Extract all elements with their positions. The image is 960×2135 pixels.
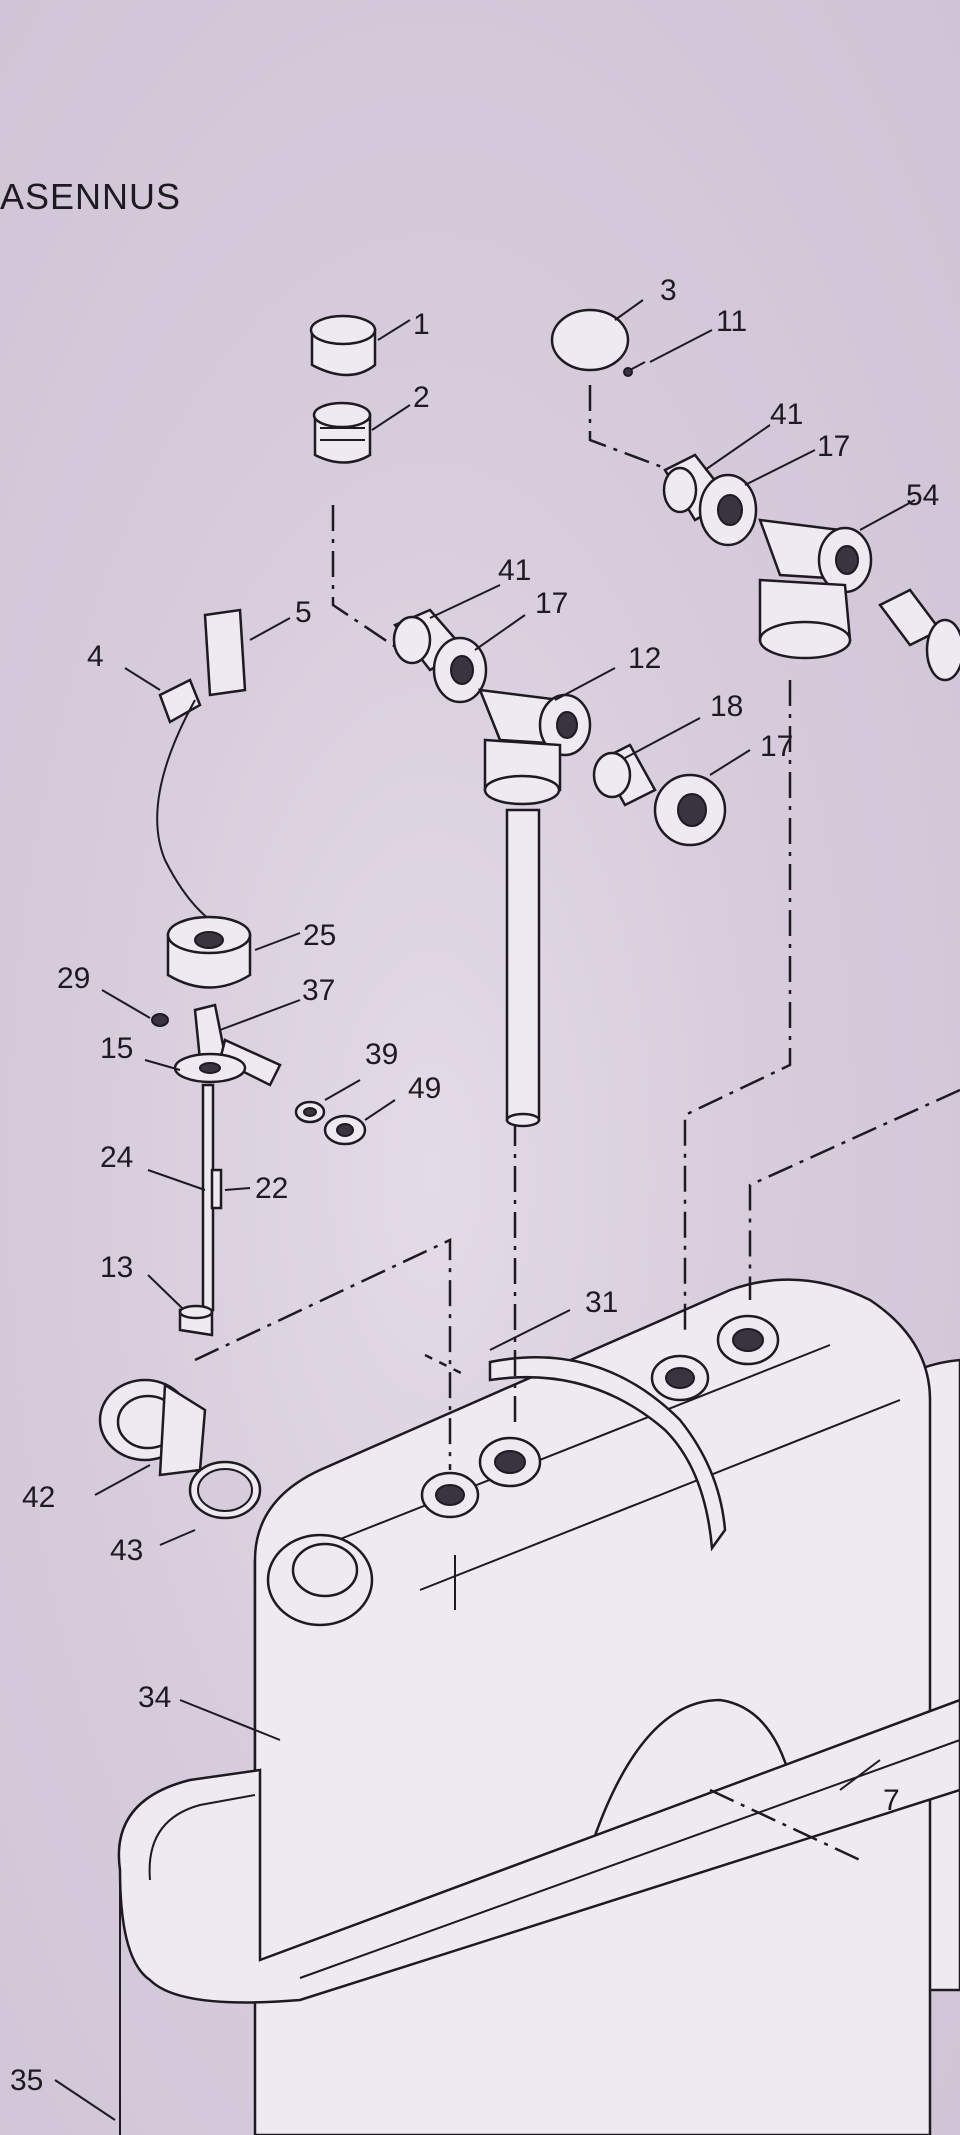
callout-labels: 1 2 3 11 41 17 54 5 4 41 17 12 18 17 25 …: [10, 274, 939, 2097]
page-heading: ASENNUS: [0, 176, 182, 217]
nut-2: [312, 401, 372, 464]
callout-1: 1: [413, 308, 430, 341]
callout-3: 3: [660, 274, 677, 307]
callout-15: 15: [100, 1032, 133, 1065]
callout-42: 42: [22, 1481, 55, 1514]
callout-35: 35: [10, 2064, 43, 2097]
nut-49: [323, 1114, 367, 1146]
callout-18: 18: [710, 690, 743, 723]
callout-41-right: 41: [770, 398, 803, 431]
cap-1: [309, 314, 377, 377]
callout-25: 25: [303, 919, 336, 952]
tank-fittings: [420, 1314, 780, 1519]
callout-22: 22: [255, 1172, 288, 1205]
callout-13: 13: [100, 1251, 133, 1284]
callout-12: 12: [628, 642, 661, 675]
callout-17-right: 17: [817, 430, 850, 463]
strap: [488, 1356, 727, 1552]
nut-17-mid: [432, 636, 488, 704]
nut-17-right: [698, 473, 758, 547]
callout-17-mid: 17: [535, 587, 568, 620]
ring-39: [294, 1100, 326, 1124]
cap-3: [550, 308, 630, 372]
callout-31: 31: [585, 1286, 618, 1319]
nut-25: [166, 915, 252, 989]
float-valve-37: [193, 1003, 282, 1087]
alignment-lines: [194, 385, 960, 1862]
tee-12: [478, 688, 592, 1128]
callout-29: 29: [57, 962, 90, 995]
sleeve-18: [592, 743, 657, 807]
callout-4: 4: [87, 640, 104, 673]
plate-5: [203, 608, 247, 697]
tube-24: [201, 1083, 223, 1312]
callout-34: 34: [138, 1681, 171, 1714]
callout-2: 2: [413, 381, 430, 414]
callout-7: 7: [883, 1784, 900, 1817]
callout-43: 43: [110, 1534, 143, 1567]
o-ring-43: [188, 1460, 262, 1520]
callout-24: 24: [100, 1141, 133, 1174]
callout-41-mid: 41: [498, 554, 531, 587]
callout-54: 54: [906, 479, 939, 512]
callout-5: 5: [295, 596, 312, 629]
callout-37: 37: [302, 974, 335, 1007]
plug-4: [156, 678, 211, 921]
filler-cap-42: [98, 1378, 207, 1477]
nut-17-lower: [653, 773, 727, 847]
callout-49: 49: [408, 1072, 441, 1105]
tray: [117, 1698, 960, 2135]
leader-lines: [54, 299, 916, 2121]
nut-13: [178, 1304, 214, 1337]
tank-body: [253, 1278, 960, 2135]
callout-39: 39: [365, 1038, 398, 1071]
callout-11: 11: [716, 305, 747, 338]
screw-11: [623, 361, 646, 377]
small-part-29: [151, 1013, 169, 1027]
tee-54: [758, 518, 960, 682]
flange-15: [173, 1052, 247, 1084]
callout-17-lower: 17: [760, 730, 793, 763]
